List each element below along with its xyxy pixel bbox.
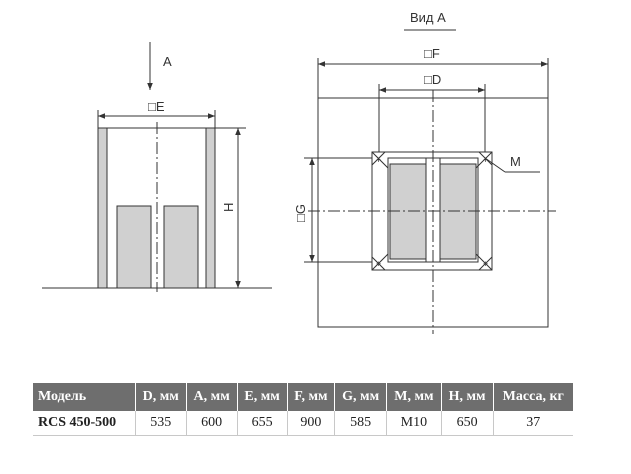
bolt-marks: + + + + [376,155,488,269]
header-g: G, мм [334,383,388,411]
table-header-row: Модель D, мм A, мм E, мм F, мм G, мм M, … [33,383,573,411]
cell-g: 585 [334,411,388,436]
cell-f: 900 [287,411,336,436]
svg-text:+: + [483,155,488,165]
cell-e: 655 [237,411,288,436]
cell-a: 600 [186,411,238,436]
top-view [304,58,556,334]
dimension-M-label: M [510,154,521,169]
view-label: Вид А [410,10,446,25]
dimension-M-leader [484,157,506,173]
cell-d: 535 [135,411,187,436]
svg-text:+: + [483,259,488,269]
cell-model: RCS 450-500 [33,411,136,436]
header-e: E, мм [237,383,288,411]
dimension-H-label: H [221,203,236,212]
inner-block-right [163,205,199,289]
header-a: A, мм [186,383,238,411]
technical-drawing: A □E H [42,10,556,334]
dimension-G-label: □G [293,204,308,222]
svg-text:+: + [376,259,381,269]
cell-m: M10 [386,411,442,436]
left-wall [97,127,108,289]
dimension-F-label: □F [424,46,440,61]
dimension-E-label: □E [148,99,165,114]
dimension-D-label: □D [424,72,441,87]
header-d: D, мм [135,383,187,411]
arrow-label: A [163,54,172,69]
header-f: F, мм [287,383,336,411]
header-m: M, мм [386,383,442,411]
cell-h: 650 [441,411,494,436]
specs-table: Модель D, мм A, мм E, мм F, мм G, мм M, … [33,383,573,436]
svg-text:+: + [376,155,381,165]
inner-block-left [116,205,152,289]
header-mass: Масса, кг [493,383,573,411]
cell-mass: 37 [493,411,573,436]
header-model: Модель [33,383,136,411]
right-wall [205,127,216,289]
header-h: H, мм [441,383,494,411]
side-view [42,42,272,292]
table-row: RCS 450-500 535 600 655 900 585 M10 650 … [33,411,573,436]
